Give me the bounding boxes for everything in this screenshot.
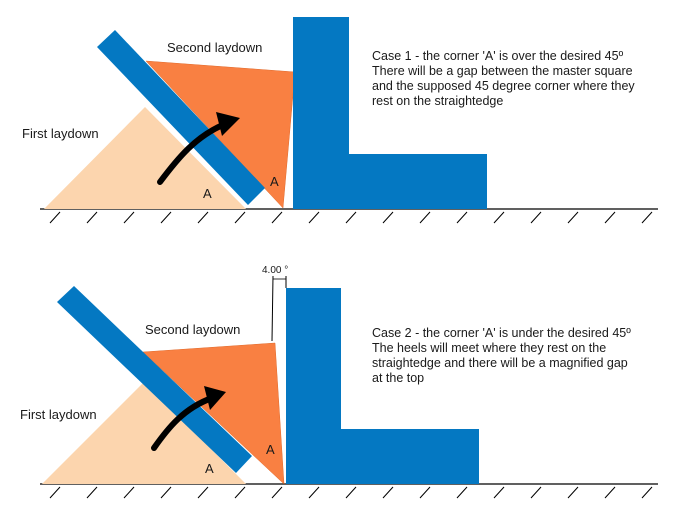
case2-second-laydown-label: Second laydown (145, 322, 240, 337)
case2-angle-line-left (271, 275, 274, 342)
case2-group: 4.00 ° Second laydown First laydown A A … (20, 265, 658, 499)
case1-corner-label-first: A (203, 186, 212, 201)
case1-first-laydown-label: First laydown (22, 126, 99, 141)
case2-description-line: straightedge and there will be a magnifi… (372, 356, 628, 370)
case2-rotation-arrow (151, 395, 215, 451)
case2-description: Case 2 - the corner 'A' is under the des… (372, 326, 631, 385)
case2-corner-label-first: A (205, 461, 214, 476)
case1-straightedge-bar (97, 30, 265, 205)
case2-first-laydown-triangle (42, 382, 246, 484)
case1-second-laydown-label: Second laydown (167, 40, 262, 55)
case1-description-line: There will be a gap between the master s… (372, 64, 633, 78)
case2-first-laydown-label: First laydown (20, 407, 97, 422)
case2-master-square (286, 288, 479, 484)
case2-straightedge-bar (57, 286, 252, 473)
case2-description-line: The heels will meet where they rest on t… (372, 341, 606, 355)
case2-description-line: Case 2 - the corner 'A' is under the des… (372, 326, 631, 340)
case1-description-line: rest on the straightedge (372, 94, 503, 108)
case1-second-laydown-triangle (145, 60, 296, 209)
case1-rotation-arrow (157, 121, 228, 185)
case1-master-square (293, 17, 487, 209)
case1-description-line: and the supposed 45 degree corner where … (372, 79, 635, 93)
case1-description-line: Case 1 - the corner 'A' is over the desi… (372, 49, 624, 63)
case1-first-laydown-triangle (44, 107, 246, 209)
case1-ground-hatch (49, 211, 653, 224)
case2-angle-label: 4.00 ° (262, 265, 288, 276)
case2-second-laydown-triangle (142, 342, 285, 485)
case2-ground-hatch (49, 486, 653, 499)
case1-description: Case 1 - the corner 'A' is over the desi… (372, 49, 635, 108)
case1-arrow-head-icon (216, 112, 240, 136)
case1-group: Second laydown First laydown A A Case 1 … (22, 17, 658, 224)
case2-description-line: at the top (372, 371, 424, 385)
case2-arrow-head-icon (204, 386, 226, 410)
case1-corner-label-second: A (270, 174, 279, 189)
case2-corner-label-second: A (266, 442, 275, 457)
